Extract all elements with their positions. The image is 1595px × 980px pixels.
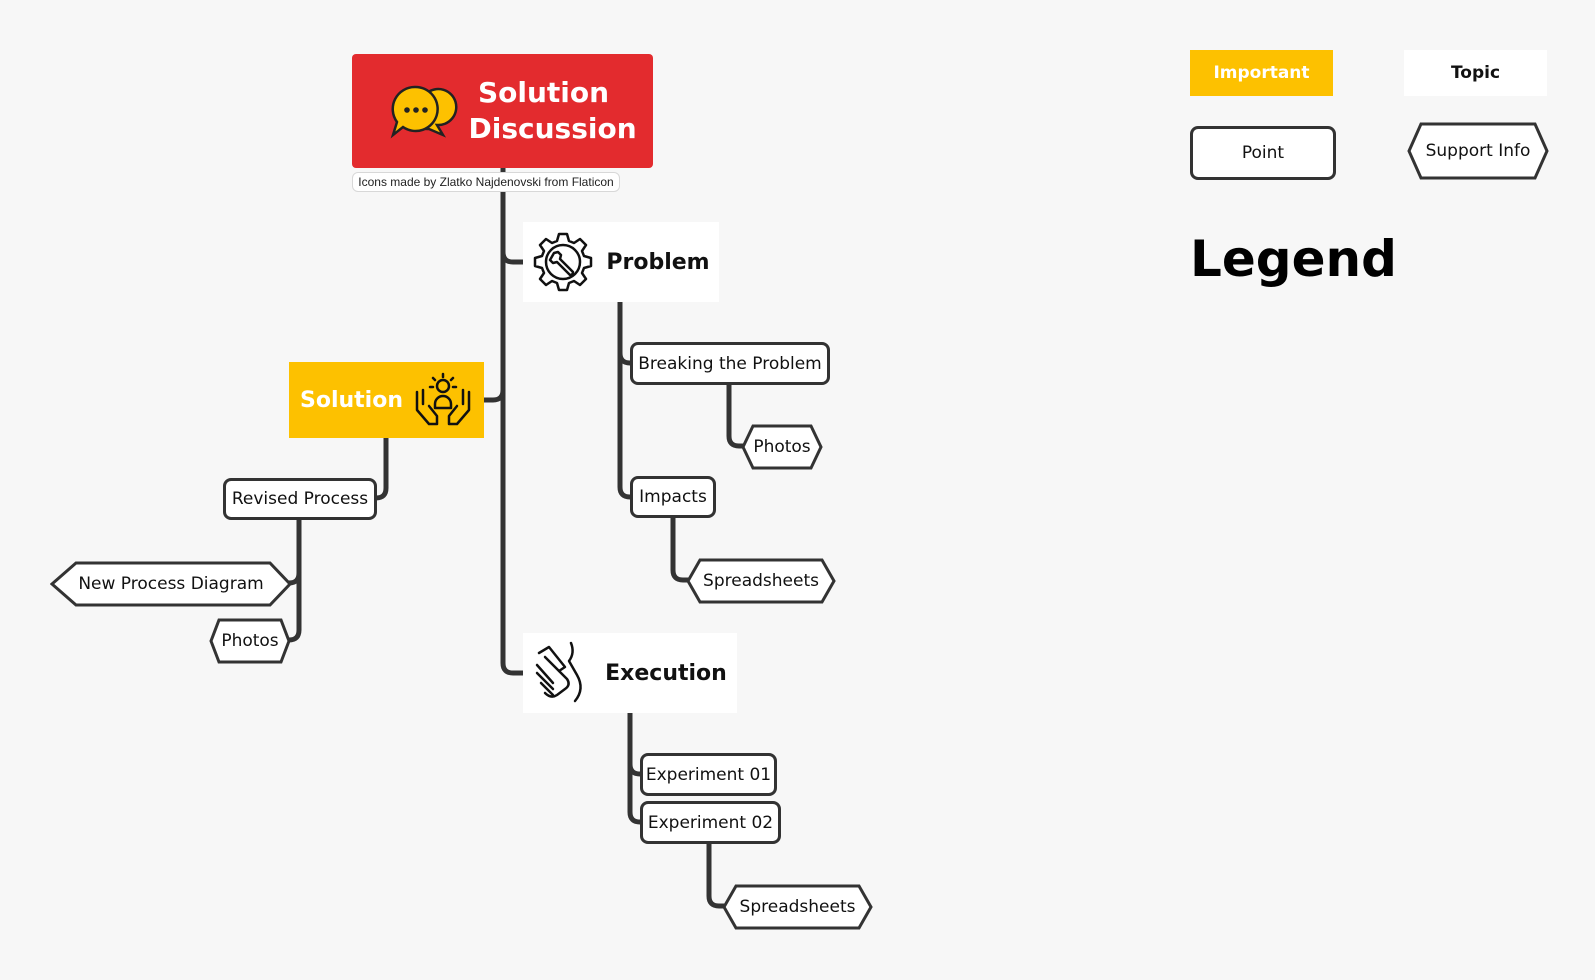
point-impacts[interactable]: Impacts xyxy=(630,476,716,518)
legend-topic-label: Topic xyxy=(1450,63,1501,83)
point-experiment-02[interactable]: Experiment 02 xyxy=(640,801,781,844)
support-photos-problem-label: Photos xyxy=(753,437,811,457)
connector-execution-exp01 xyxy=(627,710,643,777)
chat-bubbles-icon xyxy=(387,81,461,141)
point-experiment-01[interactable]: Experiment 01 xyxy=(640,753,777,796)
root-node-solution-discussion[interactable]: Solution Discussion xyxy=(352,54,653,168)
support-photos-problem[interactable]: Photos xyxy=(741,424,823,470)
icon-credit-label: Icons made by Zlatko Najdenovski from Fl… xyxy=(352,172,620,192)
legend-title: Legend xyxy=(1190,230,1397,288)
connector-solution-revised xyxy=(373,435,389,501)
point-revised-process-label: Revised Process xyxy=(231,489,369,509)
connector-execution-exp02 xyxy=(627,761,643,825)
point-experiment-01-label: Experiment 01 xyxy=(645,764,772,785)
point-experiment-02-label: Experiment 02 xyxy=(647,812,774,833)
legend-support-info: Support Info xyxy=(1407,122,1549,180)
hands-holding-idea-icon xyxy=(413,370,473,430)
gear-wrench-icon xyxy=(532,231,594,293)
support-spreadsheets-impacts-label: Spreadsheets xyxy=(703,571,819,591)
topic-execution-label: Execution xyxy=(605,660,727,686)
point-impacts-label: Impacts xyxy=(639,487,707,507)
legend-support-info-label: Support Info xyxy=(1425,141,1531,161)
support-new-process-diagram[interactable]: New Process Diagram xyxy=(50,561,292,607)
legend-point-label: Point xyxy=(1241,143,1285,163)
root-title: Solution Discussion xyxy=(468,76,637,145)
legend-important-label: Important xyxy=(1213,63,1310,83)
topic-solution-label: Solution xyxy=(300,387,403,413)
point-breaking-the-problem-label: Breaking the Problem xyxy=(638,353,822,374)
topic-problem-label: Problem xyxy=(606,249,710,275)
support-new-process-diagram-label: New Process Diagram xyxy=(78,574,264,594)
support-spreadsheets-impacts[interactable]: Spreadsheets xyxy=(686,558,836,604)
topic-problem[interactable]: Problem xyxy=(523,222,719,302)
point-revised-process[interactable]: Revised Process xyxy=(223,478,377,520)
support-spreadsheets-experiment[interactable]: Spreadsheets xyxy=(722,884,873,930)
support-photos-solution-label: Photos xyxy=(221,631,279,651)
connector-problem-impacts xyxy=(617,350,633,500)
support-photos-solution[interactable]: Photos xyxy=(209,618,291,664)
connector-problem-breaking xyxy=(617,299,633,366)
connector-root-execution xyxy=(500,249,526,676)
topic-execution[interactable]: Execution xyxy=(523,633,737,713)
topic-solution[interactable]: Solution xyxy=(289,362,484,438)
legend-point: Point xyxy=(1190,126,1336,180)
connector-root-solution xyxy=(480,387,506,403)
point-breaking-the-problem[interactable]: Breaking the Problem xyxy=(630,342,830,385)
handshake-icon xyxy=(533,641,589,705)
legend-important: Important xyxy=(1190,50,1333,96)
support-spreadsheets-experiment-label: Spreadsheets xyxy=(739,897,856,917)
legend-topic: Topic xyxy=(1404,50,1547,96)
